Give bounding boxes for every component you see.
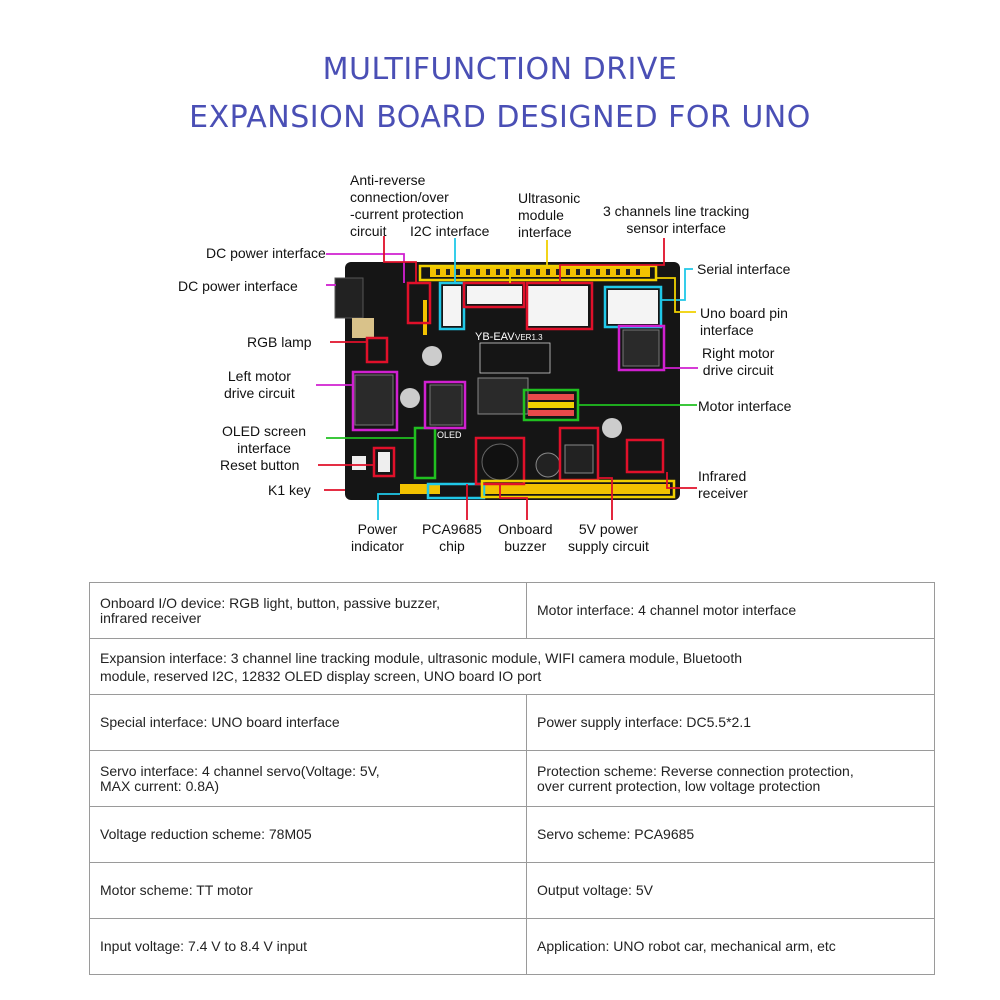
label-dc-power-2: DC power interface — [178, 278, 298, 294]
spec-cell: Motor interface: 4 channel motor interfa… — [526, 582, 935, 639]
table-row: Servo interface: 4 channel servo(Voltage… — [89, 750, 935, 807]
label-rgb: RGB lamp — [247, 334, 312, 350]
page-title-line-2: EXPANSION BOARD DESIGNED FOR UNO — [189, 100, 811, 135]
table-row: Input voltage: 7.4 V to 8.4 V input Appl… — [89, 918, 935, 975]
table-row: Expansion interface: 3 channel line trac… — [89, 638, 935, 695]
serial-connector — [608, 290, 658, 324]
label-motor-interface: Motor interface — [698, 398, 792, 414]
spec-cell: Output voltage: 5V — [526, 862, 935, 919]
board-silkscreen: YB-EAV — [475, 331, 515, 343]
label-oled: OLED screen interface — [222, 423, 307, 456]
spec-cell: Protection scheme: Reverse connection pr… — [526, 750, 935, 807]
ultrasonic-connector — [467, 286, 522, 304]
motor-pins — [528, 394, 574, 416]
box-reset — [372, 446, 396, 478]
box-pca9685 — [423, 380, 467, 430]
page-title-line-1: MULTIFUNCTION DRIVE — [322, 52, 678, 87]
label-i2c: I2C interface — [410, 223, 490, 239]
label-k1: K1 key — [268, 482, 311, 498]
i2c-connector — [443, 286, 461, 326]
spec-cell: Application: UNO robot car, mechanical a… — [526, 918, 935, 975]
label-uno-pin: Uno board pin interface — [700, 305, 788, 338]
box-rgb — [365, 336, 389, 364]
line-tracking-connector — [528, 286, 588, 326]
label-left-motor: Left motor drive circuit — [224, 368, 295, 401]
board-diagram: YB-EAV VER1.3 OLED — [316, 236, 698, 520]
label-buzzer: Onboard buzzer — [498, 521, 553, 554]
spec-cell: Voltage reduction scheme: 78M05 — [89, 806, 527, 863]
label-anti-reverse: Anti-reverse connection/over -current pr… — [350, 172, 464, 239]
box-right-motor — [617, 324, 666, 372]
box-infrared — [625, 438, 665, 474]
table-row: Onboard I/O device: RGB light, button, p… — [89, 582, 935, 639]
table-row: Voltage reduction scheme: 78M05 Servo sc… — [89, 806, 935, 863]
label-dc-power-1: DC power interface — [206, 245, 326, 261]
oled-silkscreen: OLED — [437, 430, 462, 440]
label-ultrasonic: Ultrasonic module interface — [518, 190, 581, 240]
box-anti-reverse — [406, 281, 432, 325]
spec-cell: Power supply interface: DC5.5*2.1 — [526, 694, 935, 751]
bottom-header — [485, 484, 670, 494]
spec-table: Onboard I/O device: RGB light, button, p… — [89, 582, 935, 975]
spec-cell: Special interface: UNO board interface — [89, 694, 527, 751]
label-infrared: Infrared receiver — [698, 468, 748, 501]
box-ultrasonic — [462, 281, 526, 309]
label-5v-power: 5V power supply circuit — [568, 521, 649, 554]
label-line-tracking: 3 channels line tracking sensor interfac… — [603, 203, 750, 236]
dc-jack — [334, 277, 364, 319]
spec-cell: Input voltage: 7.4 V to 8.4 V input — [89, 918, 527, 975]
spec-cell: Motor scheme: TT motor — [89, 862, 527, 919]
spec-cell: Servo scheme: PCA9685 — [526, 806, 935, 863]
box-power-indicator — [426, 482, 486, 500]
label-power-indicator: Power indicator — [351, 521, 404, 554]
board-version: VER1.3 — [515, 333, 543, 342]
label-reset: Reset button — [220, 457, 300, 473]
label-right-motor: Right motor drive circuit — [702, 345, 775, 378]
box-bottom-header — [480, 479, 676, 499]
table-row: Special interface: UNO board interface P… — [89, 694, 935, 751]
spec-cell: Servo interface: 4 channel servo(Voltage… — [89, 750, 527, 807]
box-left-motor — [351, 370, 399, 432]
table-row: Motor scheme: TT motor Output voltage: 5… — [89, 862, 935, 919]
label-pca9685: PCA9685 chip — [422, 521, 482, 554]
spec-cell: Onboard I/O device: RGB light, button, p… — [89, 582, 527, 639]
spec-cell: Expansion interface: 3 channel line trac… — [89, 638, 935, 695]
label-serial: Serial interface — [697, 261, 791, 277]
